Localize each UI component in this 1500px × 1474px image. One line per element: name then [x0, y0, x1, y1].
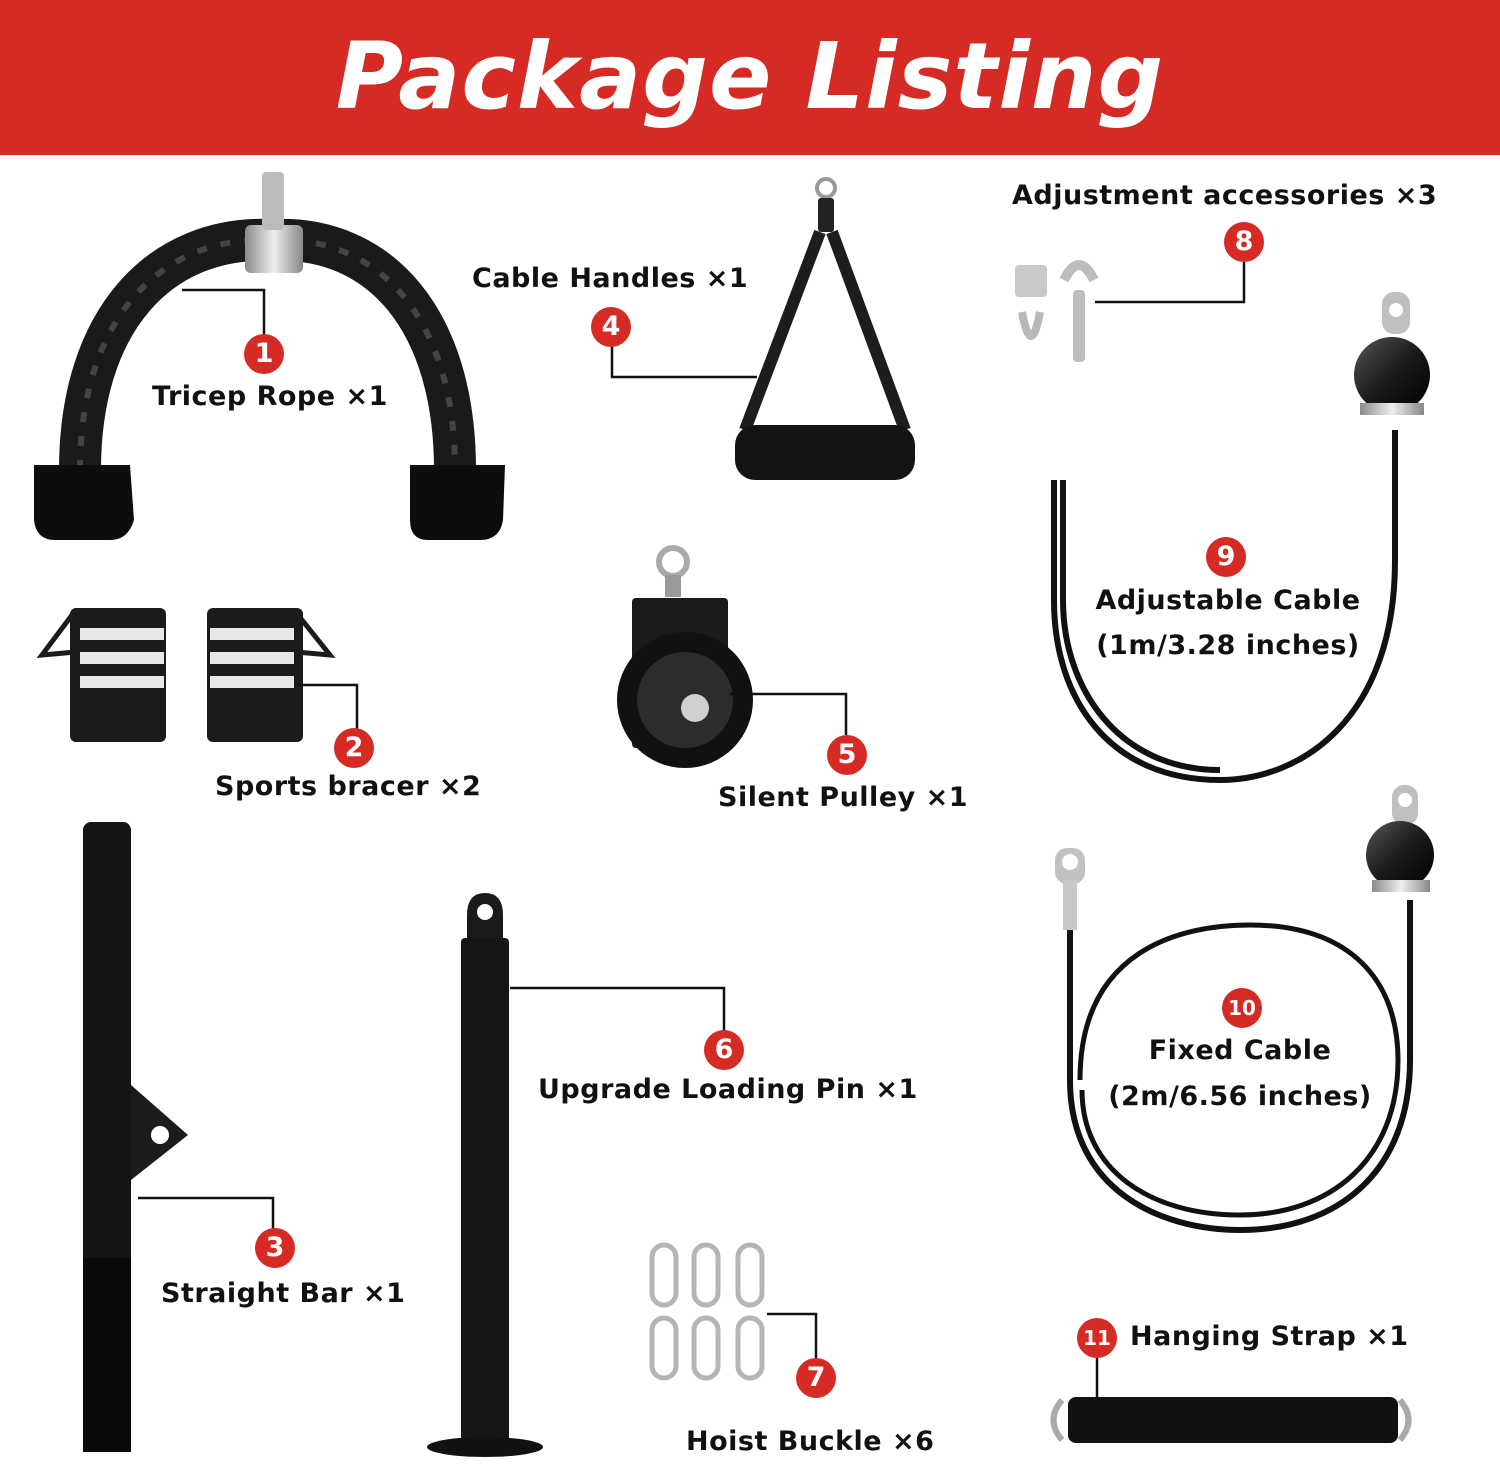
sports-bracer-image [36, 608, 336, 742]
item-10-detail: (2m/6.56 inches) [1108, 1081, 1372, 1112]
item-5-badge: 5 [827, 735, 867, 775]
hoist-buckles-image [649, 1242, 765, 1381]
adjustment-accessories-image [1015, 260, 1099, 362]
item-2-label: Sports bracer ×2 [215, 771, 482, 802]
item-9-detail: (1m/3.28 inches) [1096, 630, 1360, 661]
item-4-label: Cable Handles ×1 [472, 263, 749, 294]
tricep-rope-image [34, 172, 505, 540]
item-11-label: Hanging Strap ×1 [1130, 1321, 1409, 1352]
item-6-label: Upgrade Loading Pin ×1 [538, 1074, 918, 1105]
item-10-label: Fixed Cable [1148, 1035, 1332, 1066]
title-banner: Package Listing [0, 0, 1500, 155]
page-title: Package Listing [335, 23, 1165, 130]
loading-pin-image [427, 893, 543, 1457]
item-6-badge: 6 [704, 1030, 744, 1070]
item-5-label: Silent Pulley ×1 [718, 782, 969, 813]
adjustable-cable-image [1051, 292, 1430, 784]
item-7-label: Hoist Buckle ×6 [686, 1426, 935, 1457]
item-1-badge: 1 [244, 334, 284, 374]
item-8-badge: 8 [1224, 222, 1264, 262]
item-11-badge: 11 [1077, 1318, 1117, 1358]
item-2-badge: 2 [334, 728, 374, 768]
leader-lines [138, 262, 1246, 1398]
hanging-strap-image [1050, 1397, 1412, 1443]
fixed-cable-image [1055, 785, 1434, 1234]
cable-handle-image [735, 177, 915, 480]
item-7-badge: 7 [796, 1358, 836, 1398]
item-8-label: Adjustment accessories ×3 [1012, 180, 1438, 211]
item-9-label: Adjustable Cable [1095, 585, 1361, 616]
item-9-badge: 9 [1206, 537, 1246, 577]
item-1-label: Tricep Rope ×1 [152, 381, 388, 412]
straight-bar-image [83, 822, 188, 1452]
item-3-label: Straight Bar ×1 [161, 1278, 406, 1309]
item-3-badge: 3 [255, 1228, 295, 1268]
item-10-badge: 10 [1222, 988, 1262, 1028]
item-4-badge: 4 [591, 307, 631, 347]
silent-pulley-image [617, 545, 753, 768]
